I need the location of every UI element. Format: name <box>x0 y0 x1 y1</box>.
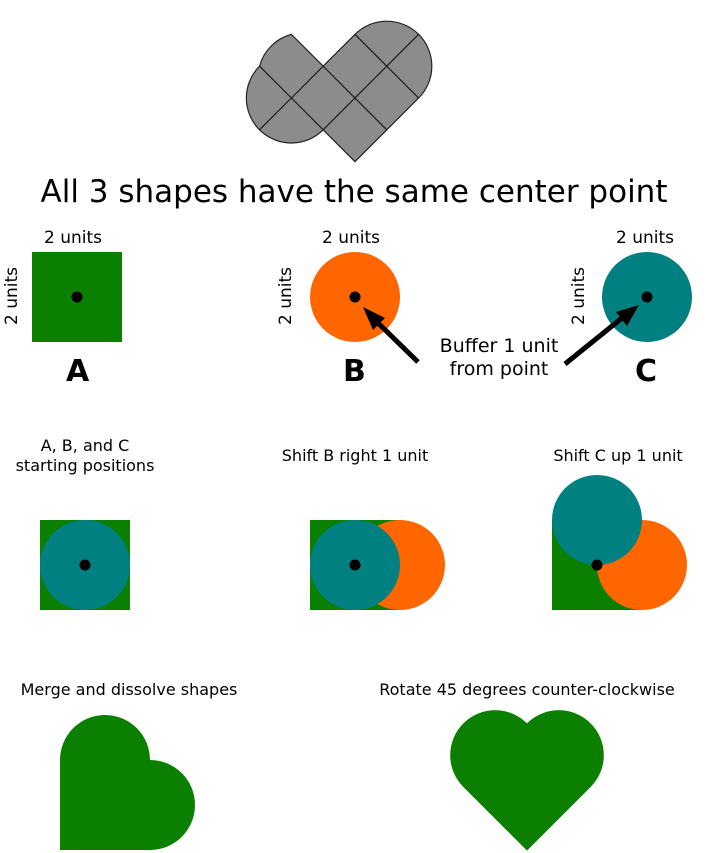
merged-shape <box>60 715 195 850</box>
buffer-note-line-1: Buffer 1 unit <box>439 335 559 357</box>
center-point <box>349 291 361 303</box>
heart-tile <box>245 65 293 131</box>
shape-label-b: B <box>343 354 366 389</box>
label-b-height: 2 units <box>276 266 297 326</box>
diagram-title: All 3 shapes have the same center point <box>40 174 668 210</box>
label-a-width: 2 units <box>44 228 103 248</box>
step-start-caption: A, B, and C starting positions <box>0 436 170 476</box>
step-shift-b-caption: Shift B right 1 unit <box>281 446 429 465</box>
buffer-note-line-2: from point <box>449 358 549 380</box>
label-c-width: 2 units <box>616 228 675 248</box>
label-b-width: 2 units <box>322 228 381 248</box>
label-a-height: 2 units <box>2 266 23 326</box>
label-c-height: 2 units <box>569 266 590 326</box>
buffer-note: Buffer 1 unit from point <box>414 335 584 381</box>
center-point <box>79 559 91 571</box>
step-shift-c-caption: Shift C up 1 unit <box>553 446 683 465</box>
shape-label-a: A <box>66 354 90 389</box>
center-point <box>591 559 603 571</box>
heart-tile <box>385 33 433 99</box>
center-point <box>71 291 83 303</box>
tiled-heart-illustration <box>245 20 433 163</box>
step-rotate-caption: Rotate 45 degrees counter-clockwise <box>379 680 675 699</box>
step-merge-caption: Merge and dissolve shapes <box>20 680 238 699</box>
rotated-heart <box>450 710 604 851</box>
step-start-line-1: A, B, and C <box>40 436 130 455</box>
arrow-to-c <box>563 305 639 366</box>
center-point <box>641 291 653 303</box>
heart-tile <box>258 97 325 144</box>
center-point <box>349 559 361 571</box>
arrow-to-b <box>363 307 420 364</box>
step-start-line-2: starting positions <box>15 456 155 475</box>
shape-label-c: C <box>635 354 658 389</box>
shift-c-circle-c <box>552 475 642 565</box>
